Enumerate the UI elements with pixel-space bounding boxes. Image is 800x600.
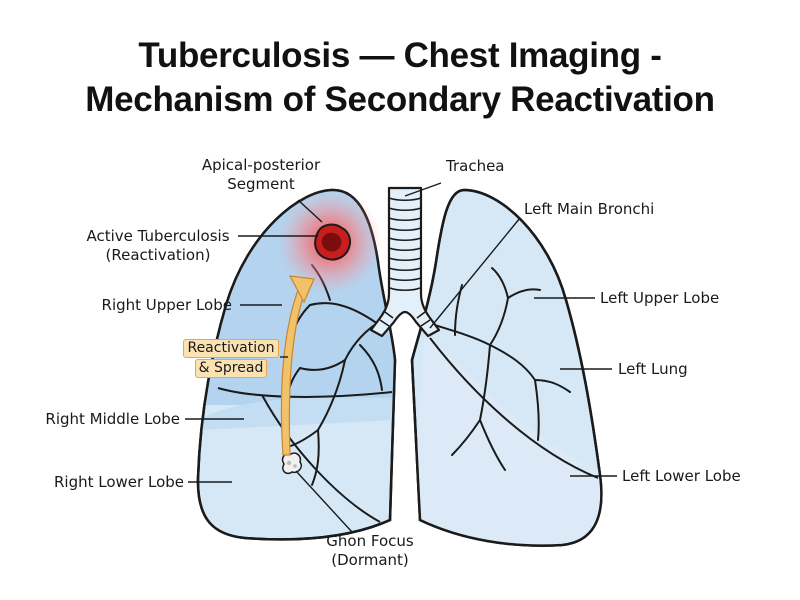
leader-left-main-bronchi [429, 217, 521, 329]
label-left-lung: Left Lung [618, 360, 688, 378]
leader-ghon-focus [295, 470, 353, 533]
diagram-title-line-1: Tuberculosis — Chest Imaging - [138, 36, 662, 75]
label-left-lower-lobe: Left Lower Lobe [622, 467, 741, 485]
label-left-upper-lobe: Left Upper Lobe [600, 289, 720, 307]
label-ghon-line-1: Ghon Focus [326, 532, 414, 550]
label-ghon-focus: Ghon Focus (Dormant) [300, 532, 440, 570]
leader-apical [297, 199, 323, 223]
diagram-title-line-2: Mechanism of Secondary Reactivation [85, 80, 715, 119]
left-lung [410, 188, 603, 547]
label-left-main-bronchi: Left Main Bronchi [524, 200, 655, 218]
label-reactivation-line-1: Reactivation [183, 339, 279, 358]
label-apical-posterior-segment: Apical-posterior Segment [188, 156, 334, 194]
label-active-line-1: Active Tuberculosis [86, 227, 230, 245]
label-trachea: Trachea [446, 157, 505, 175]
trachea [369, 186, 441, 338]
ghon-focus-nodule [281, 452, 303, 475]
leader-lines [185, 182, 617, 533]
label-active-line-2: (Reactivation) [105, 246, 211, 264]
label-active-tuberculosis: Active Tuberculosis (Reactivation) [76, 227, 240, 265]
label-apical-line-2: Segment [227, 175, 295, 193]
leader-trachea [404, 182, 442, 197]
label-right-upper-lobe: Right Upper Lobe [101, 296, 232, 314]
label-reactivation-line-2: & Spread [194, 359, 268, 378]
label-reactivation-spread: Reactivation & Spread [176, 339, 286, 379]
label-ghon-line-2: (Dormant) [331, 551, 409, 569]
active-tb-lesion [278, 190, 382, 294]
label-right-middle-lobe: Right Middle Lobe [45, 410, 180, 428]
label-apical-line-1: Apical-posterior [201, 156, 321, 174]
label-right-lower-lobe: Right Lower Lobe [54, 473, 184, 491]
reactivation-spread-arrow [280, 275, 315, 456]
